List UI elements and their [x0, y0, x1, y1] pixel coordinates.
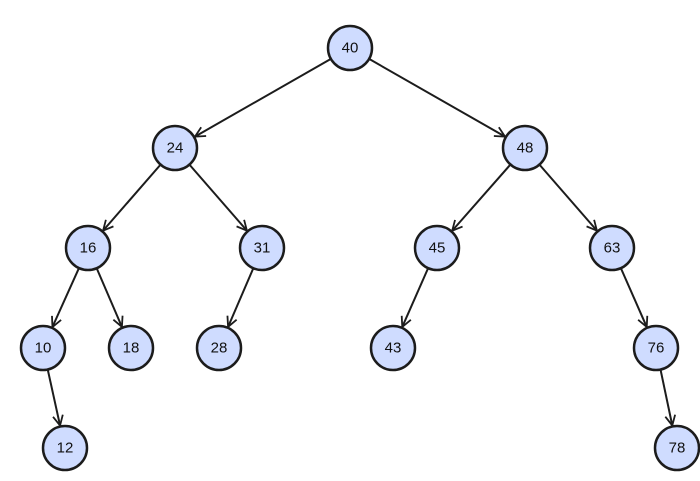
node-label: 12 — [57, 440, 74, 457]
edge-arrow — [188, 163, 246, 231]
node-circle — [107, 324, 155, 372]
node-circle — [195, 324, 243, 372]
tree-node: 63 — [588, 224, 636, 272]
node-label: 24 — [167, 140, 184, 157]
node-circle — [41, 424, 89, 472]
node-circle — [19, 324, 67, 372]
node-circle — [64, 224, 112, 272]
edges-layer — [46, 58, 673, 426]
node-label: 78 — [669, 440, 686, 457]
edge-arrow — [538, 163, 596, 231]
edge-arrow — [46, 369, 60, 425]
node-label: 28 — [211, 340, 228, 357]
node-label: 31 — [254, 240, 271, 257]
tree-node: 10 — [19, 324, 67, 372]
node-label: 18 — [123, 340, 140, 357]
tree-node: 28 — [195, 324, 243, 372]
tree-node: 43 — [369, 324, 417, 372]
tree-node: 12 — [41, 424, 89, 472]
node-label: 16 — [80, 240, 97, 257]
tree-node: 31 — [238, 224, 286, 272]
node-label: 48 — [517, 140, 534, 157]
node-circle — [413, 224, 461, 272]
tree-node: 24 — [151, 124, 199, 172]
node-label: 10 — [35, 340, 52, 357]
node-label: 43 — [385, 340, 402, 357]
node-label: 45 — [429, 240, 446, 257]
edge-arrow — [52, 267, 80, 327]
tree-node: 76 — [632, 324, 680, 372]
node-circle — [151, 124, 199, 172]
edge-arrow — [452, 163, 512, 231]
nodes-layer: 40 24 48 16 31 45 63 10 18 28 43 76 12 78 — [19, 24, 700, 472]
node-circle — [369, 324, 417, 372]
edge-arrow — [103, 163, 162, 231]
node-circle — [238, 224, 286, 272]
node-label: 40 — [342, 40, 359, 57]
node-label: 76 — [648, 340, 665, 357]
node-circle — [326, 24, 374, 72]
node-circle — [501, 124, 549, 172]
node-circle — [653, 424, 700, 472]
edge-arrow — [402, 267, 430, 327]
node-circle — [588, 224, 636, 272]
node-label: 63 — [604, 240, 621, 257]
edge-arrow — [95, 267, 122, 327]
tree-node: 48 — [501, 124, 549, 172]
tree-node: 45 — [413, 224, 461, 272]
tree-node: 78 — [653, 424, 700, 472]
edge-arrow — [659, 369, 673, 426]
edge-arrow — [228, 267, 255, 327]
edge-arrow — [368, 58, 505, 137]
edge-arrow — [195, 58, 332, 137]
tree-node: 40 — [326, 24, 374, 72]
edge-arrow — [619, 267, 647, 327]
tree-node: 18 — [107, 324, 155, 372]
node-circle — [632, 324, 680, 372]
tree-node: 16 — [64, 224, 112, 272]
